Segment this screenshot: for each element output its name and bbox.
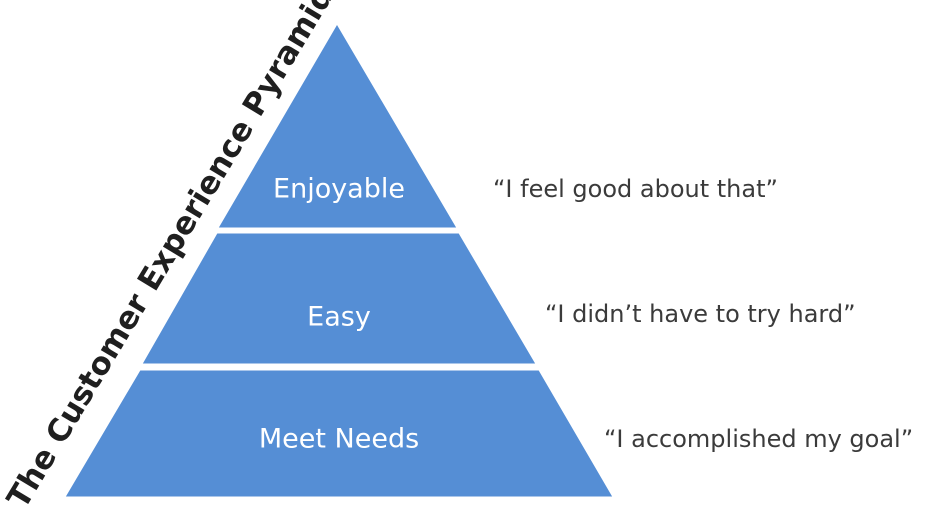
tier-label-enjoyable: Enjoyable bbox=[273, 174, 405, 205]
quote-enjoyable: “I feel good about that” bbox=[493, 175, 778, 203]
pyramid-tier-enjoyable bbox=[217, 23, 458, 229]
pyramid-tier-meet-needs bbox=[64, 369, 614, 498]
tier-label-meet-needs: Meet Needs bbox=[259, 424, 419, 455]
quote-easy: “I didn’t have to try hard” bbox=[545, 300, 856, 328]
pyramid-tier-easy bbox=[141, 232, 537, 365]
quote-meet-needs: “I accomplished my goal” bbox=[604, 425, 914, 453]
tier-label-easy: Easy bbox=[307, 302, 371, 333]
